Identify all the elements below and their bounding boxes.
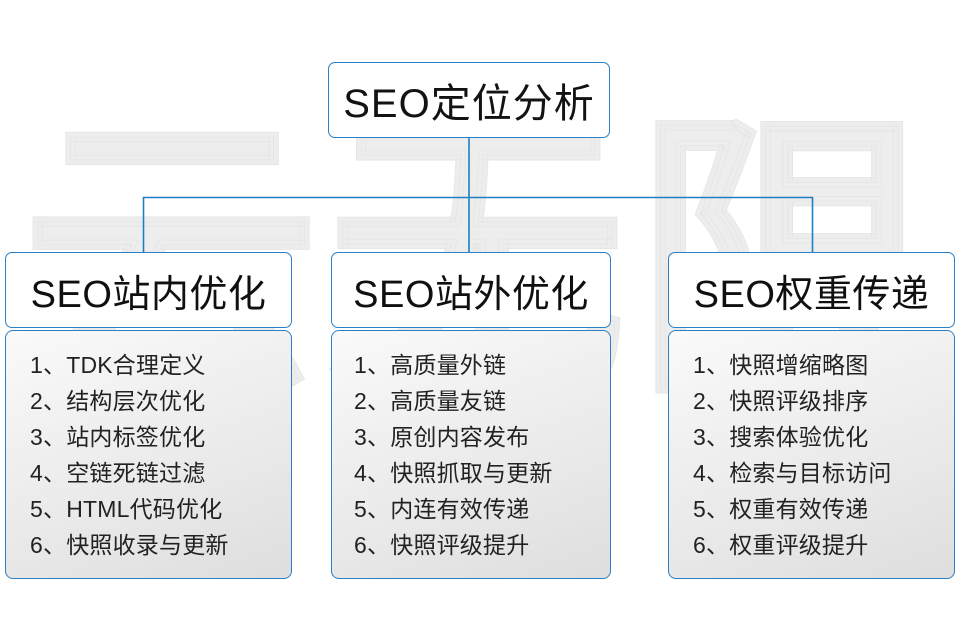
list-item: 6、快照评级提升 [354, 532, 530, 558]
list-item: 2、结构层次优化 [30, 388, 206, 414]
branch-header-onsite[interactable]: SEO站内优化 [5, 252, 292, 328]
list-item: 1、快照增缩略图 [693, 352, 869, 378]
branch-item-list: 1、高质量外链 2、高质量友链 3、原创内容发布 4、快照抓取与更新 5、内连有… [332, 347, 610, 563]
branch-header-label: SEO站外优化 [353, 273, 589, 316]
branch-body-weight-transfer: 1、快照增缩略图 2、快照评级排序 3、搜索体验优化 4、检索与目标访问 5、权… [668, 330, 955, 579]
list-item: 4、快照抓取与更新 [354, 460, 553, 486]
branch-header-label: SEO权重传递 [693, 273, 930, 316]
branch-item-list: 1、TDK合理定义 2、结构层次优化 3、站内标签优化 4、空链死链过滤 5、H… [6, 347, 291, 563]
branch-body-onsite: 1、TDK合理定义 2、结构层次优化 3、站内标签优化 4、空链死链过滤 5、H… [5, 330, 292, 579]
list-item: 3、搜索体验优化 [693, 424, 869, 450]
branch-header-weight-transfer[interactable]: SEO权重传递 [668, 252, 955, 328]
root-node-seo-positioning-analysis[interactable]: SEO定位分析 [328, 62, 610, 138]
list-item: 5、内连有效传递 [354, 496, 530, 522]
list-item: 6、快照收录与更新 [30, 532, 229, 558]
list-item: 3、原创内容发布 [354, 424, 530, 450]
list-item: 1、TDK合理定义 [30, 352, 206, 378]
branch-header-offsite[interactable]: SEO站外优化 [331, 252, 611, 328]
list-item: 4、空链死链过滤 [30, 460, 206, 486]
list-item: 3、站内标签优化 [30, 424, 206, 450]
branch-header-label: SEO站内优化 [30, 273, 267, 316]
list-item: 5、HTML代码优化 [30, 496, 223, 522]
root-node-label: SEO定位分析 [343, 82, 595, 126]
branch-column-weight-transfer: SEO权重传递 1、快照增缩略图 2、快照评级排序 3、搜索体验优化 4、检索与… [668, 252, 955, 579]
list-item: 4、检索与目标访问 [693, 460, 892, 486]
branch-item-list: 1、快照增缩略图 2、快照评级排序 3、搜索体验优化 4、检索与目标访问 5、权… [669, 347, 954, 563]
branch-body-offsite: 1、高质量外链 2、高质量友链 3、原创内容发布 4、快照抓取与更新 5、内连有… [331, 330, 611, 579]
list-item: 1、高质量外链 [354, 352, 507, 378]
branch-column-offsite: SEO站外优化 1、高质量外链 2、高质量友链 3、原创内容发布 4、快照抓取与… [331, 252, 611, 579]
list-item: 5、权重有效传递 [693, 496, 869, 522]
branch-column-onsite: SEO站内优化 1、TDK合理定义 2、结构层次优化 3、站内标签优化 4、空链… [5, 252, 292, 579]
list-item: 2、快照评级排序 [693, 388, 869, 414]
list-item: 6、权重评级提升 [693, 532, 869, 558]
list-item: 2、高质量友链 [354, 388, 507, 414]
